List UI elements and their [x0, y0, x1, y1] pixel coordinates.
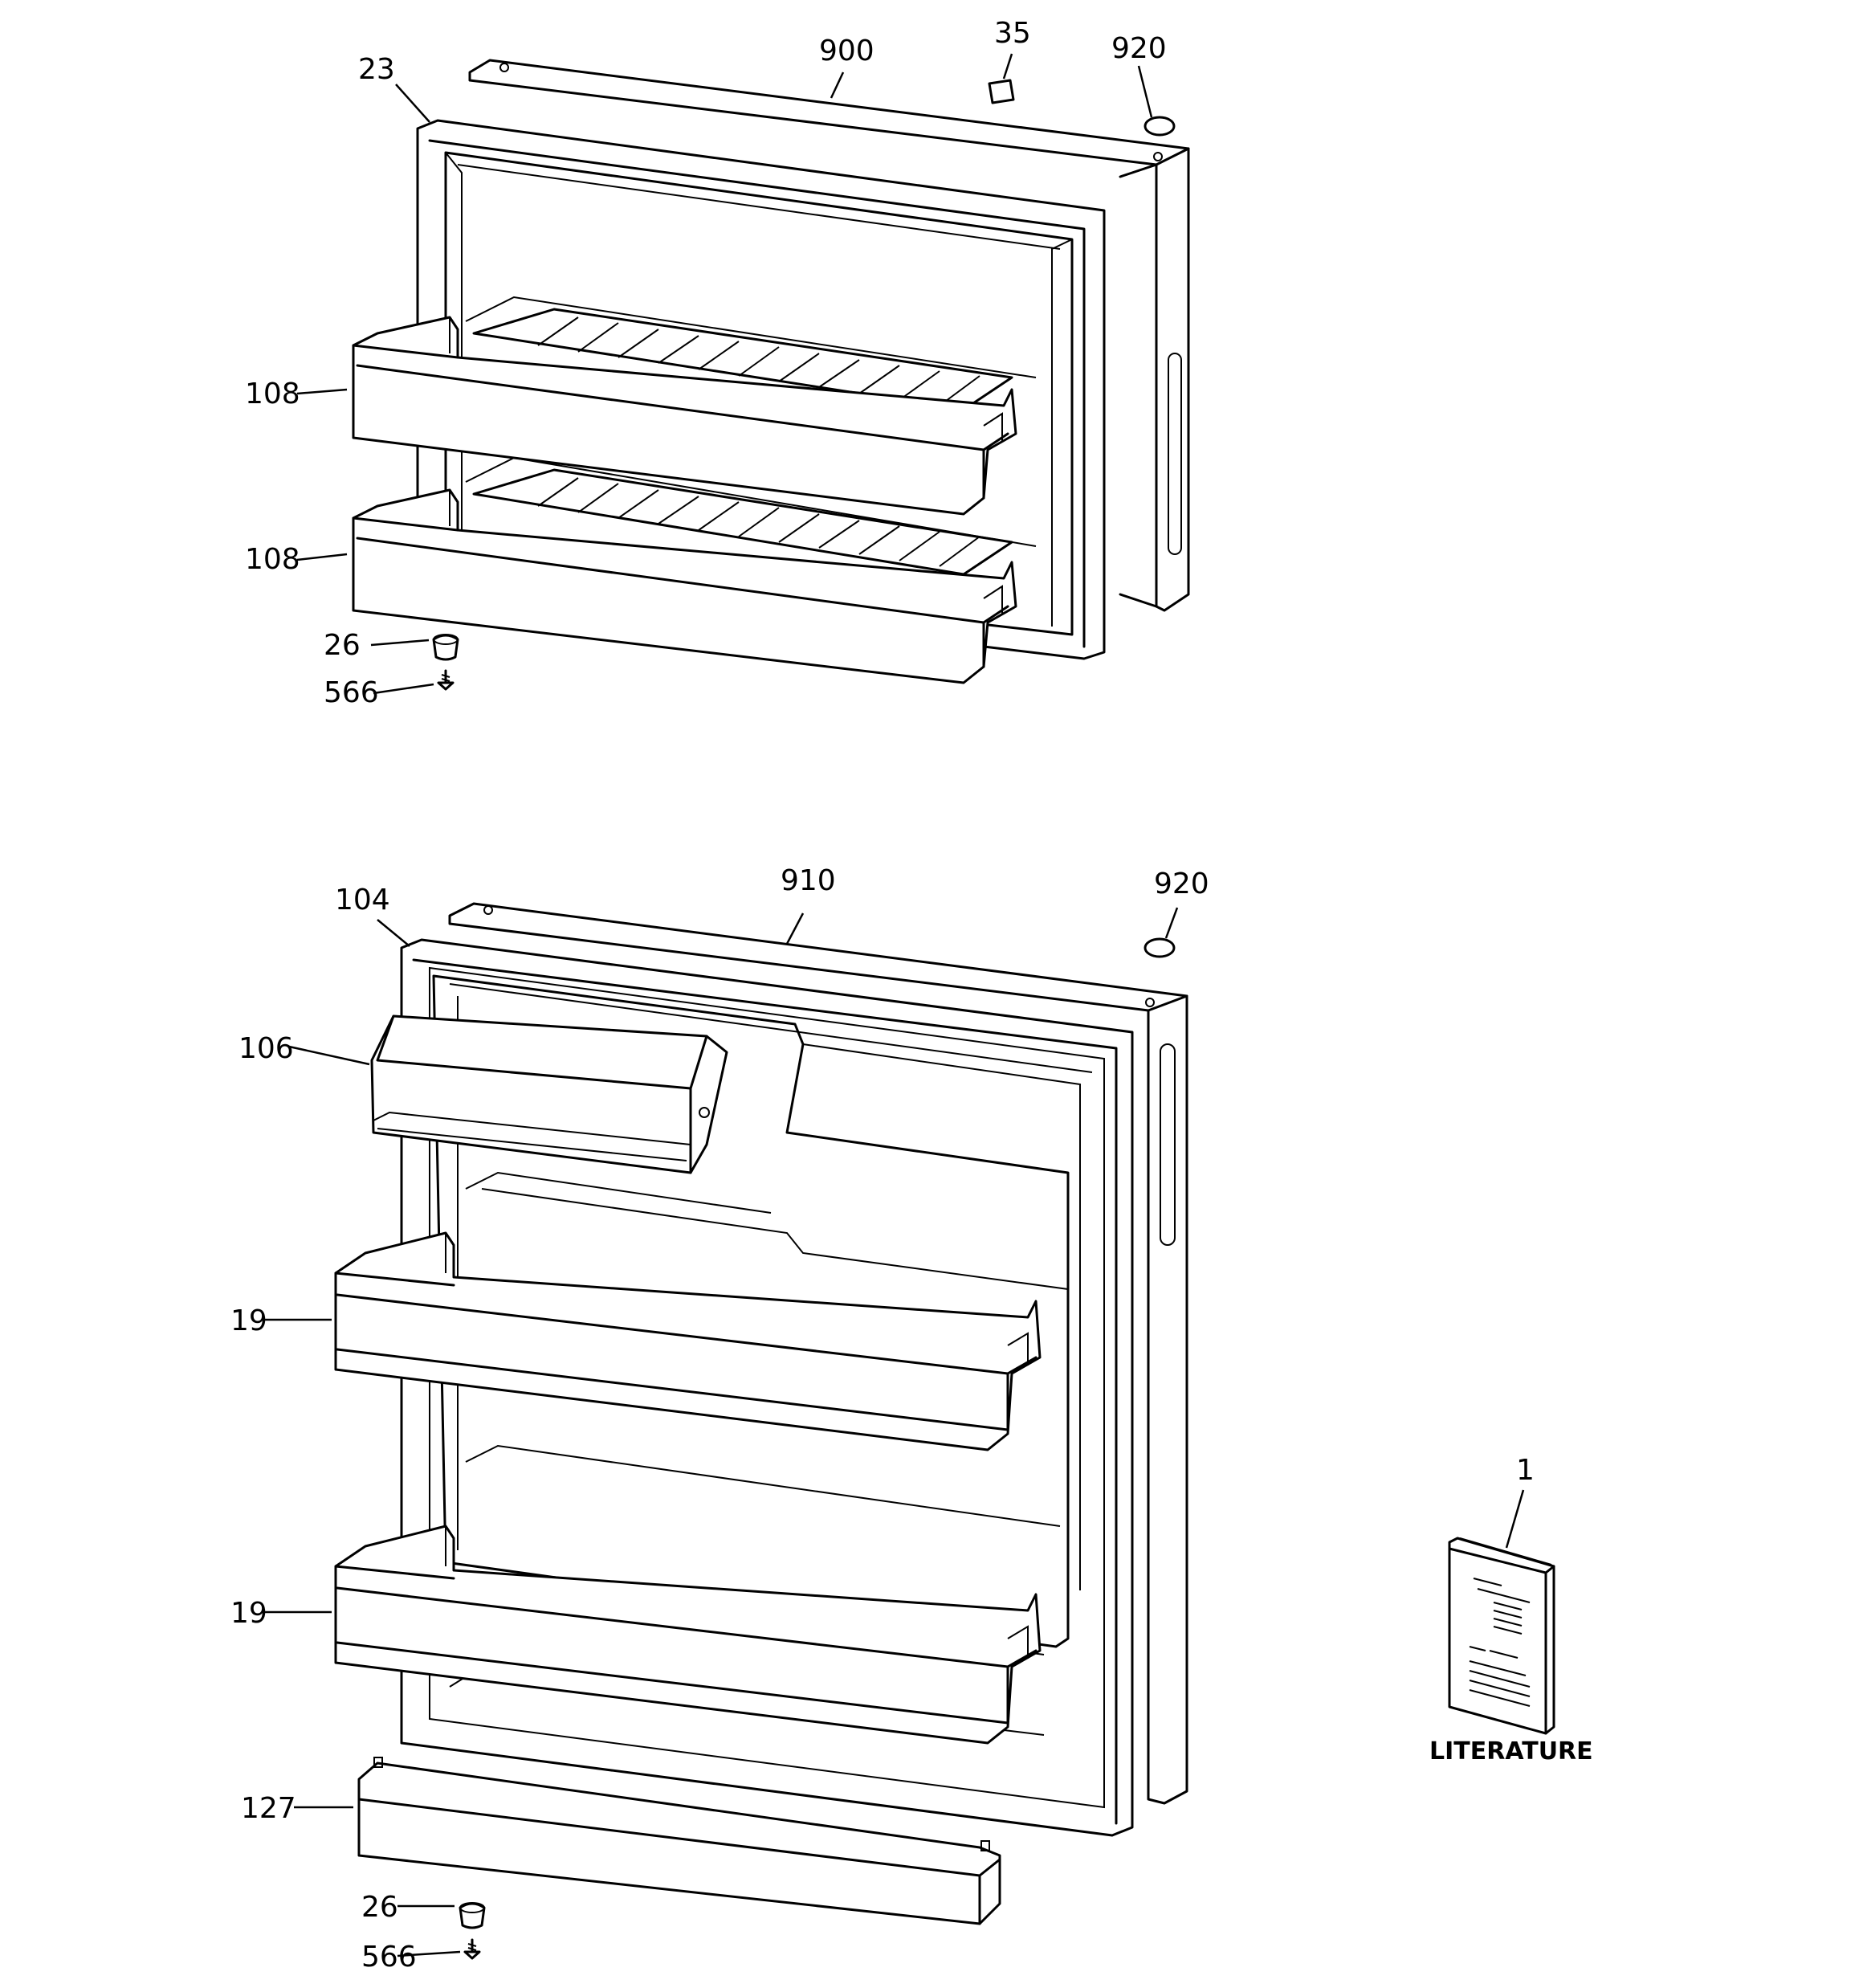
fresh-food-screw-566: [463, 1938, 481, 1960]
freezer-plug-button-920: [1143, 116, 1176, 137]
fresh-food-door-assembly: [265, 902, 1188, 1960]
callout-108-upper: 108: [245, 378, 300, 410]
freezer-door-shelf-lower: [352, 488, 1017, 684]
callout-26-top: 26: [324, 629, 361, 662]
freezer-door-shelf-upper: [352, 316, 1017, 516]
freezer-outer-door-panel: [468, 59, 1190, 612]
callout-106: 106: [238, 1032, 294, 1065]
literature-booklet: [1448, 1537, 1555, 1735]
fresh-food-hinge-bushing-26: [459, 1902, 486, 1929]
callout-566-bottom: 566: [361, 1941, 417, 1974]
callout-35: 35: [994, 17, 1031, 50]
door-bottom-trim: [357, 1757, 1001, 1925]
callout-910: 910: [781, 864, 836, 897]
callout-19-upper: 19: [230, 1304, 267, 1337]
callout-104: 104: [335, 884, 390, 916]
fresh-food-outer-door-panel: [448, 902, 1188, 1805]
freezer-hinge-cap-35: [988, 79, 1015, 104]
callout-920-bottom: 920: [1154, 867, 1209, 900]
freezer-hinge-bushing-26: [432, 634, 459, 661]
callout-26-bottom: 26: [361, 1891, 398, 1924]
callout-1: 1: [1516, 1454, 1535, 1487]
freezer-door-assembly: [296, 53, 1190, 695]
callout-127: 127: [241, 1792, 296, 1825]
fresh-food-door-shelf-upper: [334, 1231, 1042, 1451]
fresh-food-plug-button-920: [1143, 937, 1176, 958]
literature-caption: LITERATURE: [1429, 1737, 1593, 1766]
callout-920-top: 920: [1111, 32, 1167, 65]
freezer-upper-rack: [472, 308, 1013, 411]
callout-23: 23: [358, 53, 395, 86]
callout-19-lower: 19: [230, 1597, 267, 1630]
freezer-screw-566: [437, 669, 455, 691]
callout-900: 900: [819, 35, 874, 67]
dairy-compartment-door: [370, 1014, 728, 1174]
callout-566-top: 566: [324, 676, 379, 709]
fresh-food-door-shelf-lower: [334, 1525, 1042, 1745]
callout-108-lower: 108: [245, 543, 300, 576]
freezer-lower-rack: [472, 468, 1013, 576]
literature-leader: [1505, 1489, 1525, 1549]
